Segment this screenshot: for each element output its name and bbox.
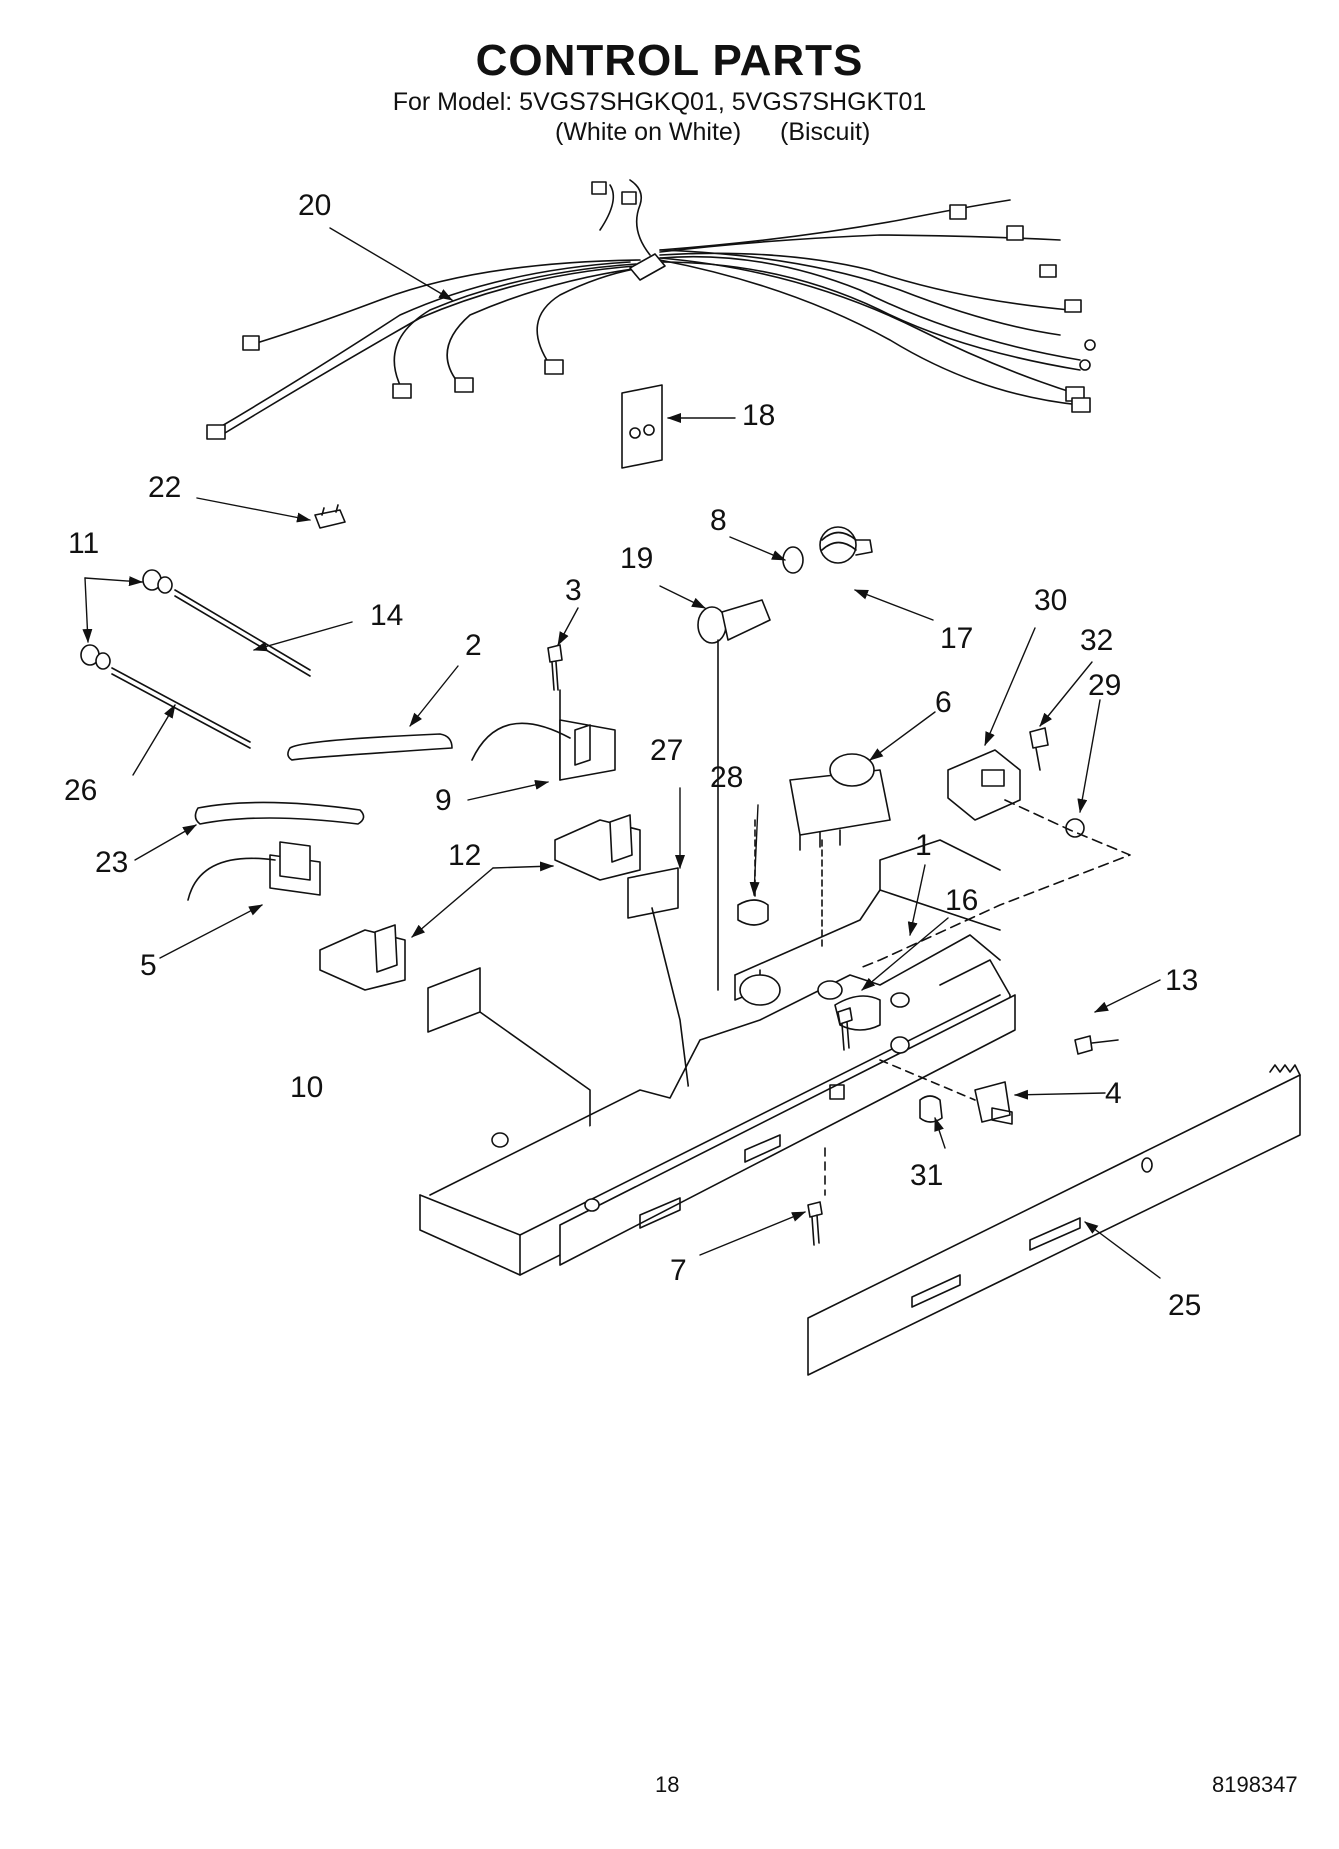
control-housing [419,839,1016,1276]
variant-biscuit: (Biscuit) [780,118,871,146]
front-panel [807,1064,1301,1376]
callout-20: 20 [298,189,331,222]
switch-9 [471,644,616,781]
callout-32: 32 [1080,624,1113,657]
callout-18: 18 [742,399,775,432]
callout-10: 10 [290,1071,323,1104]
model-subtitle: For Model: 5VGS7SHGKQ01, 5VGS7SHGKT01 [392,88,927,116]
page-title: CONTROL PARTS [475,36,864,85]
callout-9: 9 [435,784,452,817]
callout-13: 13 [1165,964,1198,997]
callout-1: 1 [915,829,932,862]
callout-17: 17 [940,622,973,655]
control-board [859,727,1131,969]
screw-7 [807,1201,823,1246]
callout-14: 14 [370,599,403,632]
callout-22: 22 [148,471,181,504]
callout-25: 25 [1168,1289,1201,1322]
switch-5 [187,841,321,901]
mounting-plate [621,384,663,469]
callout-2: 2 [465,629,482,662]
wire-harness [206,179,1096,440]
switch-12 [319,814,641,991]
leader-27 [651,907,691,1101]
callout-3: 3 [565,574,582,607]
page-number: 18 [655,1772,680,1797]
callout-30: 30 [1034,584,1067,617]
callout-26: 26 [64,774,97,807]
tube-2 [287,733,453,761]
document-number: 8198347 [1212,1772,1298,1797]
callout-5: 5 [140,949,157,982]
knob-31 [919,1095,943,1123]
callout-4: 4 [1105,1077,1122,1110]
callout-7: 7 [670,1254,687,1287]
screw-16 [837,1007,853,1051]
switch-4 [974,1081,1013,1125]
callout-23: 23 [95,846,128,879]
callout-28: 28 [710,761,743,794]
clip [314,504,346,529]
callout-31: 31 [910,1159,943,1192]
callout-8: 8 [710,504,727,537]
lamp-assembly [697,526,873,991]
callout-29: 29 [1088,669,1121,702]
rods-and-grommets [80,569,311,749]
callout-12: 12 [448,839,481,872]
defrost-timer [737,753,891,951]
label-10 [427,967,481,1033]
callout-27: 27 [650,734,683,767]
tube-23 [194,801,365,825]
label-27 [627,867,679,919]
callout-11: 11 [68,527,99,560]
callout-16: 16 [945,884,978,917]
variant-white: (White on White) [555,118,742,146]
callout-19: 19 [620,542,653,575]
leader-arrows [82,227,1161,1279]
screw-13 [1074,1035,1119,1055]
callout-6: 6 [935,686,952,719]
